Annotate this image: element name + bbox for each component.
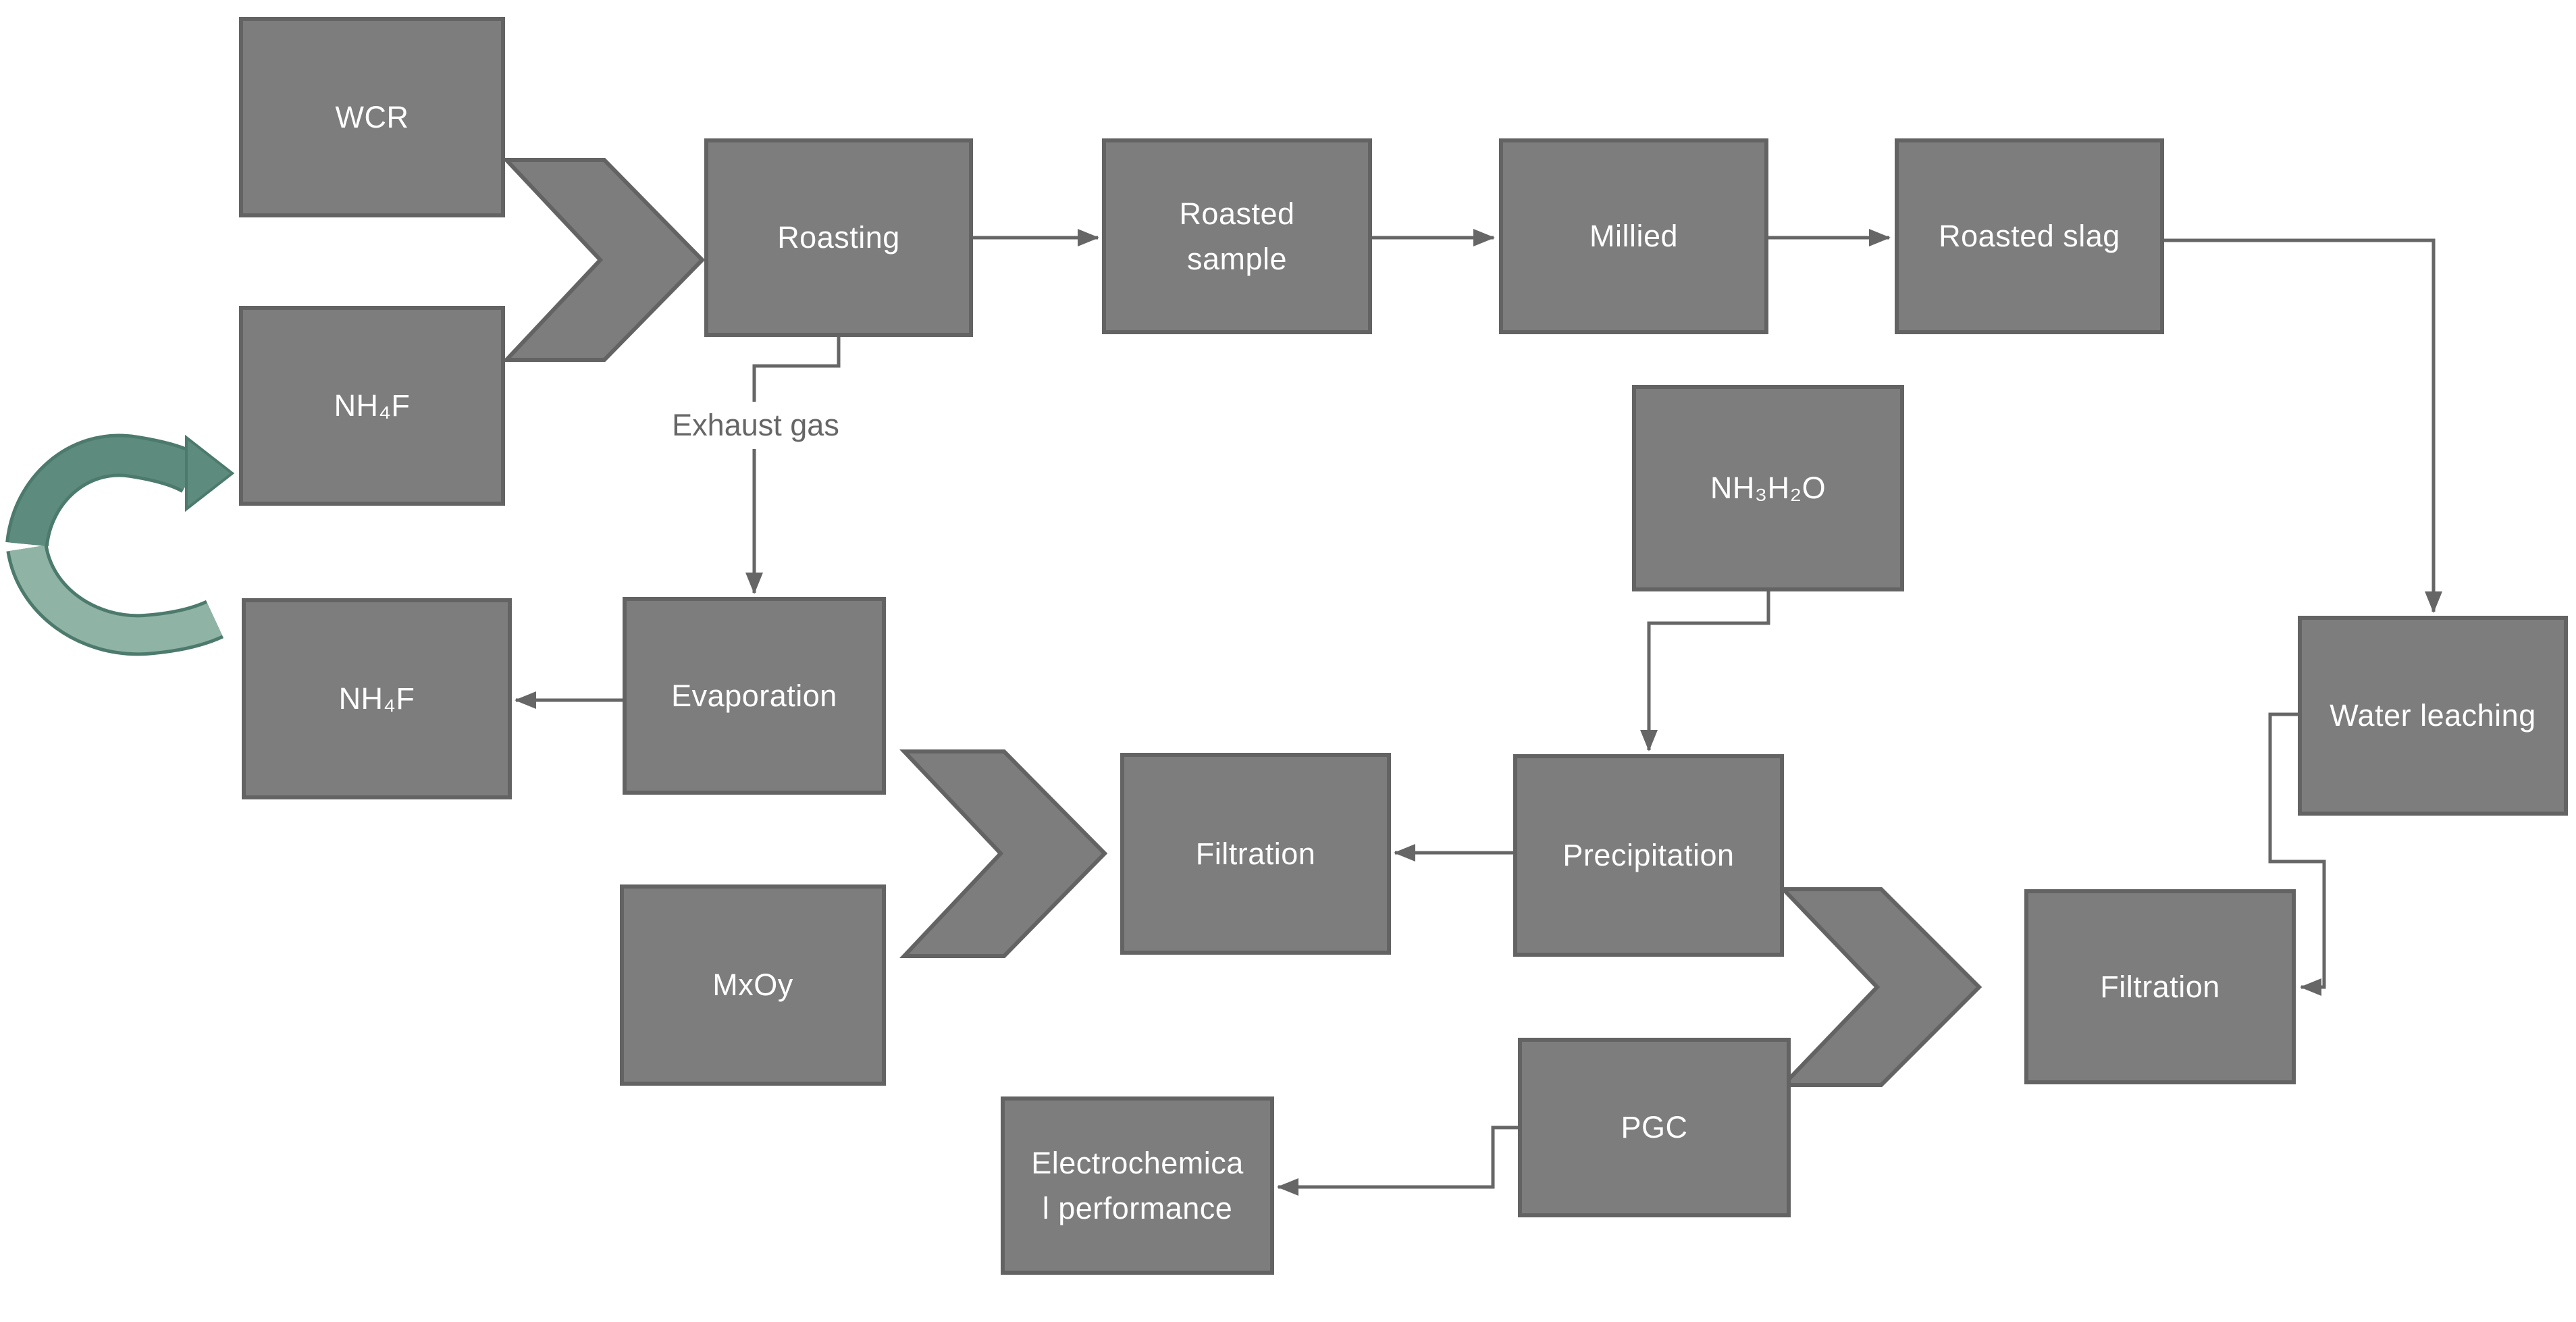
node-nh4f-recycled-label: NH₄F <box>338 681 415 716</box>
node-water-leaching-label: Water leaching <box>2330 698 2536 733</box>
connector-water-leaching-to-filtration-right <box>2268 712 2326 996</box>
node-evaporation: Evaporation <box>623 597 886 795</box>
node-roasting-label: Roasting <box>777 220 900 255</box>
connector-nh3h2o-to-precipitation <box>1640 591 1770 751</box>
node-nh4f-recycled: NH₄F <box>242 598 512 799</box>
node-nh4f-top: NH₄F <box>239 306 505 506</box>
node-filtration-right-label: Filtration <box>2100 969 2220 1004</box>
chevron-arrow-inputs-to-roasting <box>502 158 706 362</box>
node-evaporation-label: Evaporation <box>671 678 837 713</box>
node-nh3h2o: NH₃H₂O <box>1632 385 1904 591</box>
node-filtration-mid-label: Filtration <box>1195 836 1316 871</box>
node-electrochemical-label: Electrochemica l performance <box>1031 1145 1244 1226</box>
node-wcr: WCR <box>239 17 505 217</box>
node-nh4f-top-label: NH₄F <box>334 388 411 423</box>
node-electrochemical: Electrochemica l performance <box>1001 1096 1274 1275</box>
node-roasting: Roasting <box>704 138 973 337</box>
connector-roasted-slag-to-water-leaching <box>2164 238 2442 613</box>
chevron-arrow-to-filtration-mid <box>899 749 1108 958</box>
node-roasted-sample: Roasted sample <box>1102 138 1372 334</box>
node-pgc-label: PGC <box>1621 1110 1688 1145</box>
node-precipitation: Precipitation <box>1513 754 1784 957</box>
node-nh3h2o-label: NH₃H₂O <box>1710 471 1826 506</box>
exhaust-gas-label: Exhaust gas <box>648 402 864 449</box>
node-water-leaching: Water leaching <box>2298 616 2568 816</box>
node-millied-label: Millied <box>1589 219 1679 254</box>
connector-roasting-exhaust-to-evaporation <box>745 337 841 594</box>
node-roasted-slag-label: Roasted slag <box>1939 219 2120 254</box>
curved-recycle-arrow-icon <box>5 433 235 656</box>
chevron-arrow-precipitation-to-filtration <box>1778 887 1982 1087</box>
node-millied: Millied <box>1499 138 1768 334</box>
node-mxoy-label: MxOy <box>712 968 793 1003</box>
node-wcr-label: WCR <box>335 99 409 134</box>
node-precipitation-label: Precipitation <box>1562 838 1735 873</box>
node-roasted-slag: Roasted slag <box>1895 138 2164 334</box>
node-pgc: PGC <box>1518 1038 1791 1217</box>
node-filtration-right: Filtration <box>2024 889 2296 1084</box>
node-roasted-sample-label: Roasted sample <box>1179 196 1295 277</box>
node-mxoy: MxOy <box>620 884 886 1086</box>
connector-pgc-to-electrochemical <box>1277 1126 1518 1196</box>
node-filtration-mid: Filtration <box>1120 753 1391 955</box>
